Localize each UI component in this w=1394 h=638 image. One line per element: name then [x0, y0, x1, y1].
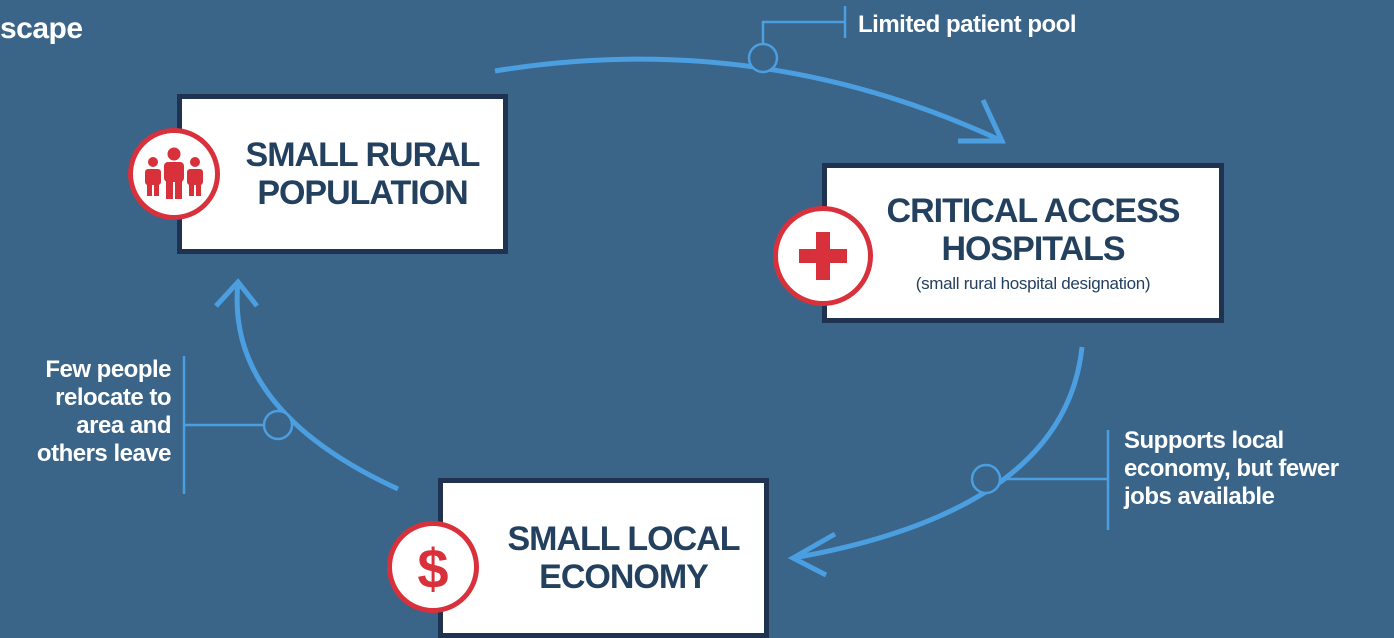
svg-text:$: $	[417, 537, 448, 598]
node-subtitle: (small rural hospital designation)	[915, 274, 1151, 293]
arrow-hospitals-to-economy	[792, 346, 1085, 561]
arrowhead-population	[214, 278, 259, 308]
connector-node-supports	[970, 463, 1002, 495]
node-critical-access-hospitals: CRITICAL ACCESS HOSPITALS (small rural h…	[822, 163, 1224, 323]
node-title: SMALL LOCAL ECONOMY	[507, 520, 740, 596]
page-title: scape	[0, 12, 83, 45]
node-title: SMALL RURAL POPULATION	[245, 136, 481, 212]
arrow-economy-to-population	[234, 281, 400, 492]
arrowhead-economy	[787, 531, 837, 578]
people-icon	[128, 128, 220, 220]
connector-node-few	[262, 409, 294, 441]
node-title: CRITICAL ACCESS HOSPITALS	[886, 192, 1181, 268]
edge-label-limited-patient-pool: Limited patient pool	[858, 11, 1077, 38]
callout-line-limited	[761, 20, 845, 44]
arrow-population-to-hospitals	[494, 56, 1004, 144]
edge-label-few-people-relocate: Few people relocate to area and others l…	[36, 356, 172, 467]
node-small-local-economy: SMALL LOCAL ECONOMY	[438, 478, 769, 638]
node-small-rural-population: SMALL RURAL POPULATION	[177, 94, 508, 254]
edge-label-supports-local-economy: Supports local economy, but fewer jobs a…	[1124, 427, 1339, 510]
connector-node-limited	[747, 42, 779, 74]
plus-icon	[773, 206, 873, 306]
arrowhead-hospitals	[958, 98, 1006, 144]
dollar-icon: $	[387, 521, 479, 613]
